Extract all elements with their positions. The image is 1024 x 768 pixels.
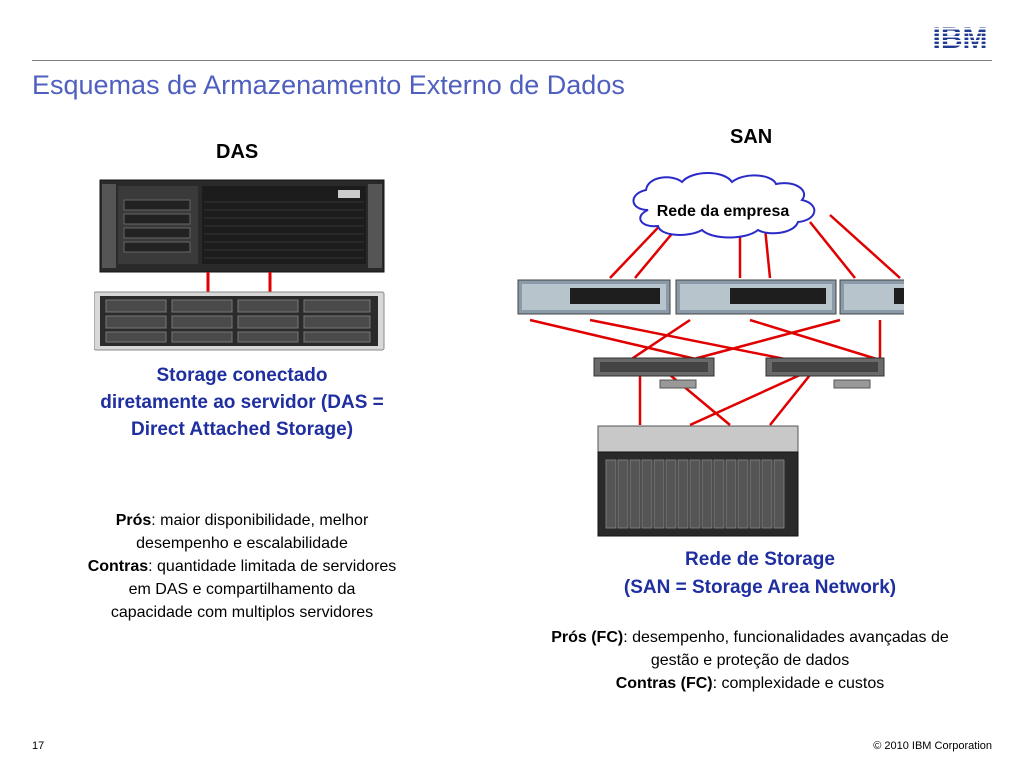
san-pros-label: Prós (FC) [551, 629, 624, 646]
copyright: © 2010 IBM Corporation [873, 740, 992, 752]
san-caption-line2: (SAN = Storage Area Network) [623, 577, 897, 598]
san-cons-label: Contras (FC) [615, 675, 713, 692]
san-server-icon [517, 279, 671, 315]
das-storage-icon [94, 291, 385, 351]
page-number: 17 [32, 740, 45, 752]
das-illustration [94, 179, 385, 351]
san-cons-text: : complexidade e custos [712, 675, 885, 692]
san-pros-cons: Prós (FC): desempenho, funcionalidades a… [540, 626, 960, 695]
das-cons-label: Contras [87, 558, 149, 575]
san-storage-icon [597, 425, 799, 537]
san-caption-line1: Rede de Storage [685, 549, 835, 570]
ibm-logo: IBM [924, 22, 996, 54]
cloud-icon [632, 172, 816, 239]
das-cables [206, 272, 272, 292]
san-server-icon [839, 279, 904, 315]
fc-switch-icon [765, 357, 885, 389]
page-title: Esquemas de Armazenamento Externo de Dad… [32, 70, 625, 100]
san-heading: SAN [730, 126, 773, 148]
san-links [529, 214, 901, 427]
header-rule [32, 60, 992, 61]
san-diagram: Rede da empresa [517, 172, 904, 537]
das-caption: Storage conectado diretamente ao servido… [100, 365, 384, 440]
cloud-label: Rede da empresa [657, 203, 790, 220]
das-cons-text: : quantidade limitada de servidores em D… [110, 558, 397, 621]
server-icon [99, 179, 385, 273]
san-pros-text: : desempenho, funcionalidades avançadas … [623, 629, 949, 669]
san-caption: Rede de Storage (SAN = Storage Area Netw… [560, 546, 960, 602]
das-pros-text: : maior disponibilidade, melhor desempen… [136, 512, 369, 552]
das-pros-label: Prós [115, 512, 152, 529]
das-heading: DAS [216, 141, 259, 163]
san-server-icon [675, 279, 837, 315]
fc-switch-icon [593, 357, 715, 389]
das-pros-cons: Prós: maior disponibilidade, melhor dese… [86, 509, 398, 624]
ibm-logo-text: IBM [933, 22, 988, 54]
